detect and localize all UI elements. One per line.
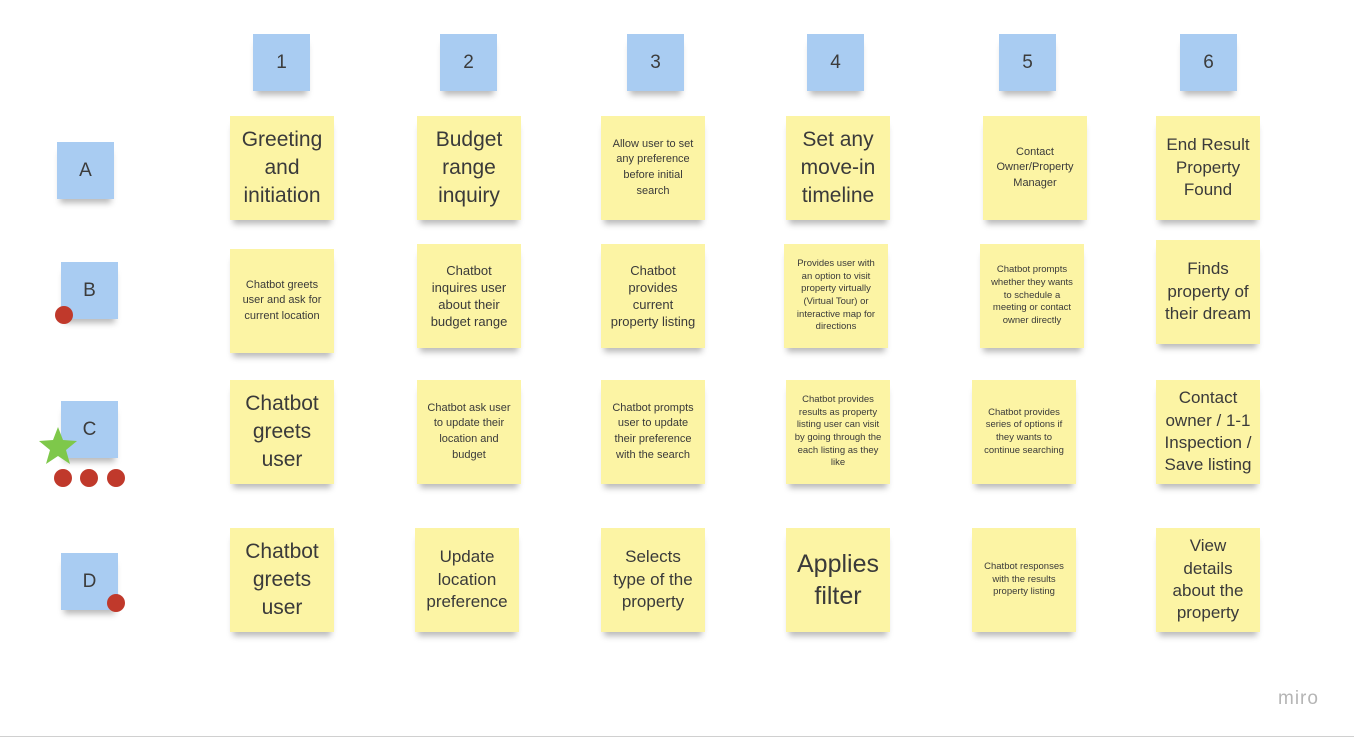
row-header-a[interactable]: A: [57, 142, 114, 199]
column-header-2[interactable]: 2: [440, 34, 497, 91]
vote-dot[interactable]: [107, 469, 125, 487]
sticky-note-a1[interactable]: Greeting and initiation: [230, 116, 334, 220]
column-header-5[interactable]: 5: [999, 34, 1056, 91]
sticky-note-d4[interactable]: Applies filter: [786, 528, 890, 632]
vote-dot[interactable]: [54, 469, 72, 487]
vote-dot[interactable]: [55, 306, 73, 324]
column-header-1[interactable]: 1: [253, 34, 310, 91]
column-header-6[interactable]: 6: [1180, 34, 1237, 91]
sticky-note-d1[interactable]: Chatbot greets user: [230, 528, 334, 632]
column-header-4[interactable]: 4: [807, 34, 864, 91]
sticky-note-d5[interactable]: Chatbot responses with the results prope…: [972, 528, 1076, 632]
sticky-note-a5[interactable]: Contact Owner/Property Manager: [983, 116, 1087, 220]
sticky-note-c1[interactable]: Chatbot greets user: [230, 380, 334, 484]
sticky-note-d2[interactable]: Update location preference: [415, 528, 519, 632]
column-header-3[interactable]: 3: [627, 34, 684, 91]
sticky-note-d3[interactable]: Selects type of the property: [601, 528, 705, 632]
row-header-c[interactable]: C: [61, 401, 118, 458]
sticky-note-b2[interactable]: Chatbot inquires user about their budget…: [417, 244, 521, 348]
sticky-note-b1[interactable]: Chatbot greets user and ask for current …: [230, 249, 334, 353]
sticky-note-b3[interactable]: Chatbot provides current property listin…: [601, 244, 705, 348]
sticky-note-c5[interactable]: Chatbot provides series of options if th…: [972, 380, 1076, 484]
sticky-note-d6[interactable]: View details about the property: [1156, 528, 1260, 632]
sticky-note-c4[interactable]: Chatbot provides results as property lis…: [786, 380, 890, 484]
sticky-note-c6[interactable]: Contact owner / 1-1 Inspection / Save li…: [1156, 380, 1260, 484]
miro-logo: miro: [1278, 688, 1319, 709]
sticky-note-c2[interactable]: Chatbot ask user to update their locatio…: [417, 380, 521, 484]
star-icon[interactable]: [38, 426, 78, 466]
sticky-note-b4[interactable]: Provides user with an option to visit pr…: [784, 244, 888, 348]
sticky-note-a6[interactable]: End Result Property Found: [1156, 116, 1260, 220]
sticky-note-a3[interactable]: Allow user to set any preference before …: [601, 116, 705, 220]
vote-dot[interactable]: [107, 594, 125, 612]
sticky-note-b6[interactable]: Finds property of their dream: [1156, 240, 1260, 344]
sticky-note-a4[interactable]: Set any move-in timeline: [786, 116, 890, 220]
bottom-divider: [0, 736, 1354, 737]
sticky-note-c3[interactable]: Chatbot prompts user to update their pre…: [601, 380, 705, 484]
sticky-note-b5[interactable]: Chatbot prompts whether they wants to sc…: [980, 244, 1084, 348]
vote-dot[interactable]: [80, 469, 98, 487]
sticky-note-a2[interactable]: Budget range inquiry: [417, 116, 521, 220]
